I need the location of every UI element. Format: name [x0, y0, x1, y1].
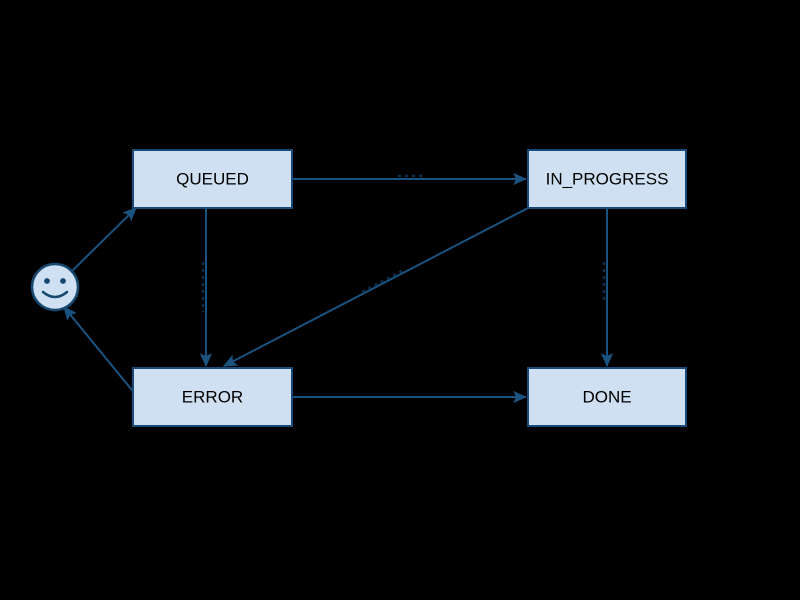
edge-inprogress-to-error-line [223, 207, 529, 367]
node-in-progress[interactable]: IN_PROGRESS [527, 149, 687, 209]
edge-error-to-start[interactable] [63, 306, 137, 396]
edge-inprogress-to-error[interactable] [223, 207, 529, 367]
edge-error-to-start-line [63, 306, 137, 396]
node-in-progress-box [527, 149, 687, 209]
smiley-right-eye-icon [60, 278, 66, 284]
edge-start-to-queued-line [70, 207, 137, 273]
smiley-face-icon [30, 262, 80, 312]
node-error[interactable]: ERROR [132, 367, 293, 427]
edge-queued-to-inprogress[interactable] [292, 172, 528, 186]
node-queued[interactable]: QUEUED [132, 149, 293, 209]
edge-queued-to-error[interactable] [199, 208, 213, 368]
edge-start-to-queued[interactable] [70, 207, 137, 273]
smiley-left-eye-icon [44, 278, 50, 284]
node-done[interactable]: DONE [527, 367, 687, 427]
edge-layer [63, 172, 614, 404]
node-error-box [132, 367, 293, 427]
smiley-mouth-icon [41, 290, 69, 299]
edge-inprogress-to-done[interactable] [600, 208, 614, 368]
edge-inprogress-to-error-gapmark [359, 269, 403, 295]
start-node[interactable] [30, 262, 80, 312]
node-done-box [527, 367, 687, 427]
node-queued-box [132, 149, 293, 209]
